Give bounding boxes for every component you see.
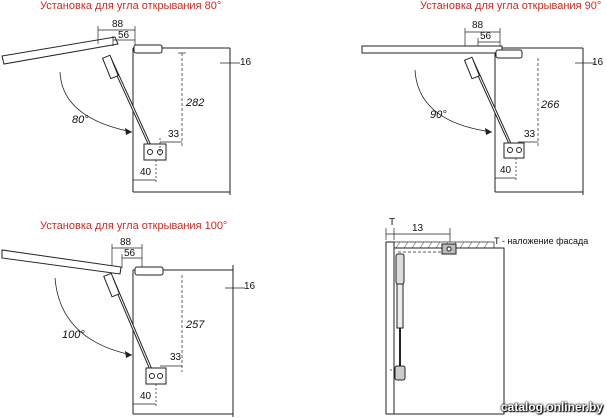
hinge-drawing-80	[1, 26, 240, 195]
dim-16: 16	[592, 57, 604, 68]
dim-vertical: 257	[186, 319, 205, 331]
panel-80-degrees: Установка для угла открывания 80°	[0, 0, 300, 205]
dim-56: 56	[118, 30, 130, 41]
angle-label: 80°	[72, 114, 89, 126]
hinge-drawing-100	[1, 244, 245, 417]
dim-88: 88	[112, 19, 124, 30]
dim-33: 33	[524, 129, 536, 140]
dim-t: T	[389, 217, 396, 228]
panel-90-degrees: Установка для угла открывания 90°	[300, 0, 607, 205]
dim-56: 56	[124, 248, 136, 259]
angle-label: 100°	[62, 329, 85, 341]
dim-vertical: 282	[186, 97, 205, 109]
dim-56: 56	[480, 31, 492, 42]
dim-16: 16	[240, 57, 252, 68]
dim-88: 88	[472, 20, 484, 31]
hinge-drawing-90	[361, 28, 595, 195]
dim-88: 88	[120, 237, 132, 248]
dim-33: 33	[168, 129, 180, 140]
panel-title: Установка для угла открывания 90°	[420, 0, 602, 12]
panel-side-view: T 13 T - наложение фасада	[360, 210, 607, 418]
dim-40: 40	[140, 391, 152, 402]
angle-label: 90°	[430, 109, 447, 121]
panel-100-degrees: Установка для угла открывания 100°	[0, 210, 300, 418]
dim-13: 13	[412, 223, 424, 234]
dim-40: 40	[500, 165, 512, 176]
panel-title: Установка для угла открывания 80°	[40, 0, 222, 12]
panel-title: Установка для угла открывания 100°	[40, 220, 228, 232]
side-view-drawing	[385, 228, 505, 415]
dim-33: 33	[170, 352, 182, 363]
dim-vertical: 266	[541, 99, 560, 111]
watermark: catalog.onliner.by	[500, 400, 603, 414]
dim-16: 16	[244, 281, 256, 292]
dim-40: 40	[140, 167, 152, 178]
overlay-legend: T - наложение фасада	[494, 236, 589, 246]
